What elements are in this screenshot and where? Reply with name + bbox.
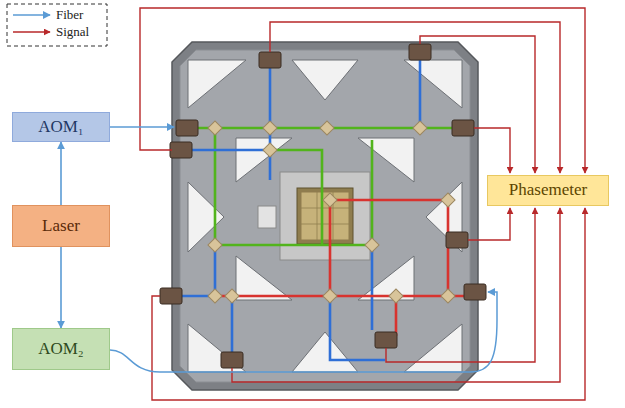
fiber-connector (60, 142, 62, 205)
legend-sample (13, 31, 50, 33)
photodetector-mount (452, 120, 474, 136)
mirror (413, 121, 427, 135)
signal-cable (468, 208, 510, 240)
mirror (323, 289, 337, 303)
bench-surface (180, 50, 470, 382)
lightening-hole (188, 324, 246, 372)
mirror (441, 193, 455, 207)
component-box: AOM₂ (12, 328, 110, 370)
lightening-hole (292, 60, 358, 100)
component-box: Laser (12, 205, 110, 247)
mirror (441, 289, 455, 303)
mirror (323, 193, 337, 207)
blue-beam (231, 296, 234, 356)
mirror (225, 289, 239, 303)
green-beam (270, 150, 322, 245)
fiber (110, 292, 497, 372)
red-beam (330, 200, 396, 336)
green-beam (215, 128, 372, 245)
lightening-hole (404, 60, 462, 108)
mirror (208, 289, 222, 303)
photodetector-mount (160, 288, 182, 304)
photodetector-mount (259, 52, 281, 68)
mirror (365, 238, 379, 252)
red-beam (215, 295, 470, 298)
legend-text: Signal (56, 25, 89, 38)
lightening-hole (292, 332, 358, 372)
mirror (389, 289, 403, 303)
central-housing (280, 172, 370, 260)
lightening-hole (236, 256, 292, 300)
legend-sample (13, 14, 50, 16)
blue-beam (419, 58, 422, 128)
mirror (263, 143, 277, 157)
component-box: Phasemeter (487, 175, 609, 206)
photodetector-mount (409, 44, 431, 60)
fiber-coupler (464, 284, 486, 300)
fiber-connector (60, 247, 62, 328)
fiber (110, 126, 174, 128)
signal-cable (420, 36, 535, 173)
test-mass (297, 188, 353, 244)
lightening-hole (404, 324, 462, 372)
red-beam (330, 200, 448, 296)
component-label: Laser (42, 217, 80, 236)
photodetector-mount (446, 232, 468, 248)
lightening-hole (358, 256, 414, 300)
bench-plate (172, 42, 478, 390)
signal-cable (152, 208, 585, 400)
signal-cable (232, 208, 560, 382)
lightening-hole (188, 182, 224, 252)
component-box: AOM₁ (12, 112, 110, 142)
mirror (208, 238, 222, 252)
signal-cable (140, 8, 585, 173)
signal-cable (270, 22, 560, 173)
photodetector-mount (221, 352, 243, 368)
fiber-coupler (176, 120, 198, 136)
mirror (320, 121, 334, 135)
blue-beam (184, 149, 270, 152)
component-label: Phasemeter (509, 181, 587, 200)
legend-frame (7, 4, 107, 46)
lightening-hole (188, 60, 246, 108)
component-label: AOM₂ (38, 340, 84, 359)
photodetector-mount (375, 332, 397, 348)
component-label: AOM₁ (38, 118, 84, 137)
bracket (258, 206, 276, 228)
photodetector-mount (170, 142, 192, 158)
mirror (208, 121, 222, 135)
signal-cable (386, 208, 535, 362)
signal-cable (474, 128, 510, 173)
legend-text: Fiber (56, 8, 83, 21)
mirror (263, 121, 277, 135)
